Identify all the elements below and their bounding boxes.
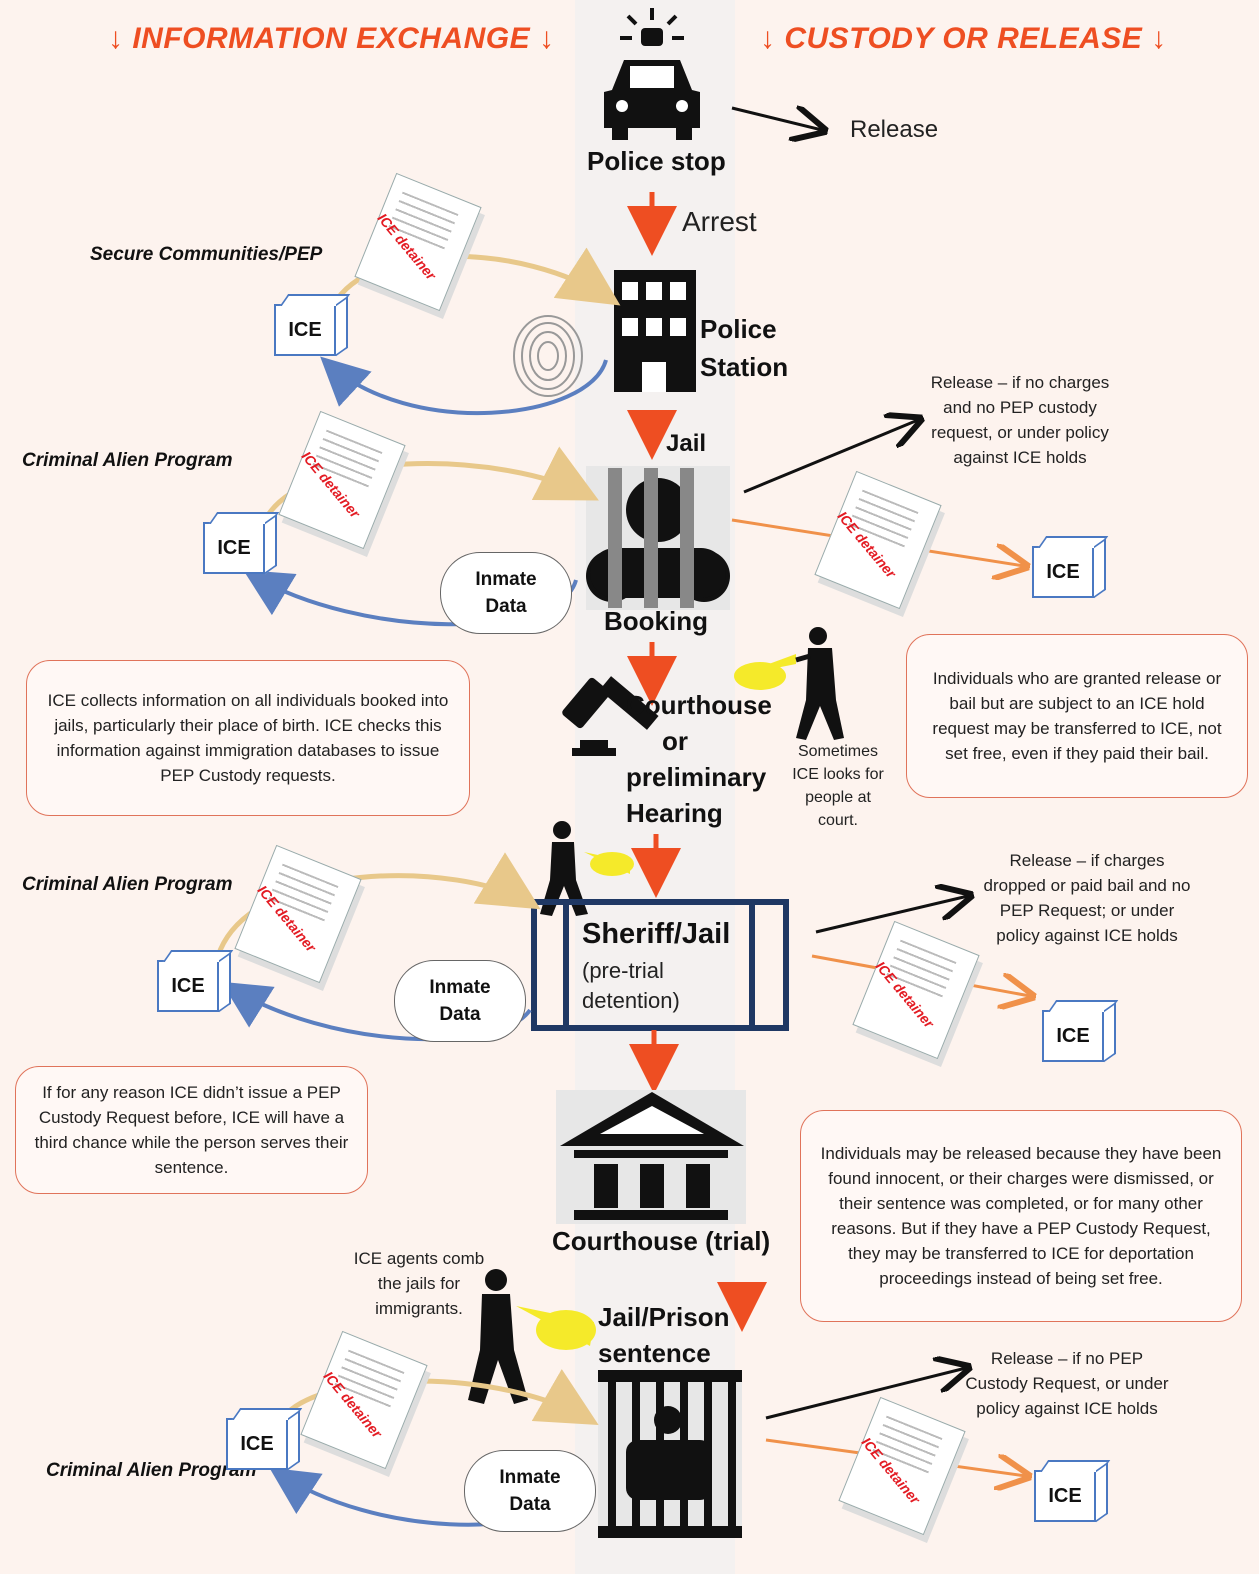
- comb-note: ICE agents comb the jails for immigrants…: [353, 1249, 485, 1318]
- released-because-note: Individuals may be released because they…: [800, 1110, 1242, 1322]
- ice-box-7: ICE: [1034, 1470, 1096, 1522]
- third-chance-note: If for any reason ICE didn’t issue a PEP…: [15, 1066, 368, 1194]
- release-arrow-prison: [765, 1368, 966, 1420]
- collects-note: ICE collects information on all individu…: [26, 660, 470, 816]
- police-car-icon: [604, 8, 700, 140]
- ice-agent-court-icon: [734, 627, 844, 740]
- arrest-label: Arrest: [682, 206, 757, 237]
- header-custody-or-release: ↓ CUSTODY OR RELEASE ↓: [760, 22, 1167, 55]
- program-label-2: Criminal Alien Program: [22, 450, 233, 471]
- fingerprint-icon: [513, 315, 583, 397]
- program-label-3: Criminal Alien Program: [22, 874, 233, 895]
- courthouse-trial-label: Courthouse (trial): [552, 1226, 771, 1256]
- sheriff-label: Sheriff/Jail: [582, 918, 731, 950]
- courthouse-icon: [556, 1090, 746, 1224]
- sheriff-sub-1: (pre-trial: [582, 958, 664, 983]
- data-curve-1: [320, 356, 608, 416]
- granted-note: Individuals who are granted release or b…: [906, 634, 1248, 798]
- program-label-4: Criminal Alien Program: [46, 1460, 257, 1481]
- release-arrow-sheriff: [815, 896, 968, 934]
- detainer-curve-3: [215, 852, 541, 957]
- ice-agent-sheriff-icon: [540, 821, 634, 916]
- sheriff-jail-icon: [531, 899, 789, 1031]
- release-arrow-jail: [743, 420, 918, 494]
- release-note-sheriff: Release – if charges dropped or paid bai…: [983, 851, 1191, 945]
- jail-label: Jail: [666, 430, 707, 457]
- prison-label-2: sentence: [598, 1338, 711, 1368]
- ice-box-3: ICE: [1032, 546, 1094, 598]
- prison-icon: [598, 1370, 742, 1538]
- release-note-jail: Release – if no charges and no PEP custo…: [930, 373, 1110, 467]
- booking-icon: [586, 466, 730, 610]
- police-station-label-1: Police: [700, 314, 777, 344]
- sometimes-note: Sometimes ICE looks for people at court.: [792, 743, 884, 829]
- ice-agent-prison-icon: [468, 1269, 596, 1404]
- ice-box-2: ICE: [203, 522, 265, 574]
- ice-box-6: ICE: [226, 1418, 288, 1470]
- police-station-icon: [614, 270, 696, 392]
- ice-box-5: ICE: [1042, 1010, 1104, 1062]
- sheriff-sub-2: detention): [582, 988, 680, 1013]
- booking-label: Booking: [604, 606, 708, 636]
- courthouse-label-3: preliminary: [626, 762, 767, 792]
- release-note-prison: Release – if no PEP Custody Request, or …: [965, 1349, 1169, 1418]
- police-station-label-2: Station: [700, 352, 789, 382]
- ice-box-1: ICE: [274, 304, 336, 356]
- prison-label-1: Jail/Prison: [598, 1302, 730, 1332]
- police-stop-label: Police stop: [587, 146, 726, 176]
- release-label-top: Release: [850, 116, 939, 143]
- courthouse-label-1: Courthouse: [626, 690, 772, 720]
- ice-box-4: ICE: [157, 960, 219, 1012]
- program-label-1: Secure Communities/PEP: [90, 244, 323, 265]
- courthouse-label-4: Hearing: [626, 798, 723, 828]
- gavel-icon: [562, 676, 659, 756]
- release-arrow-top: [731, 108, 822, 130]
- header-information-exchange: ↓ INFORMATION EXCHANGE ↓: [108, 22, 555, 55]
- courthouse-label-2: or: [662, 726, 688, 756]
